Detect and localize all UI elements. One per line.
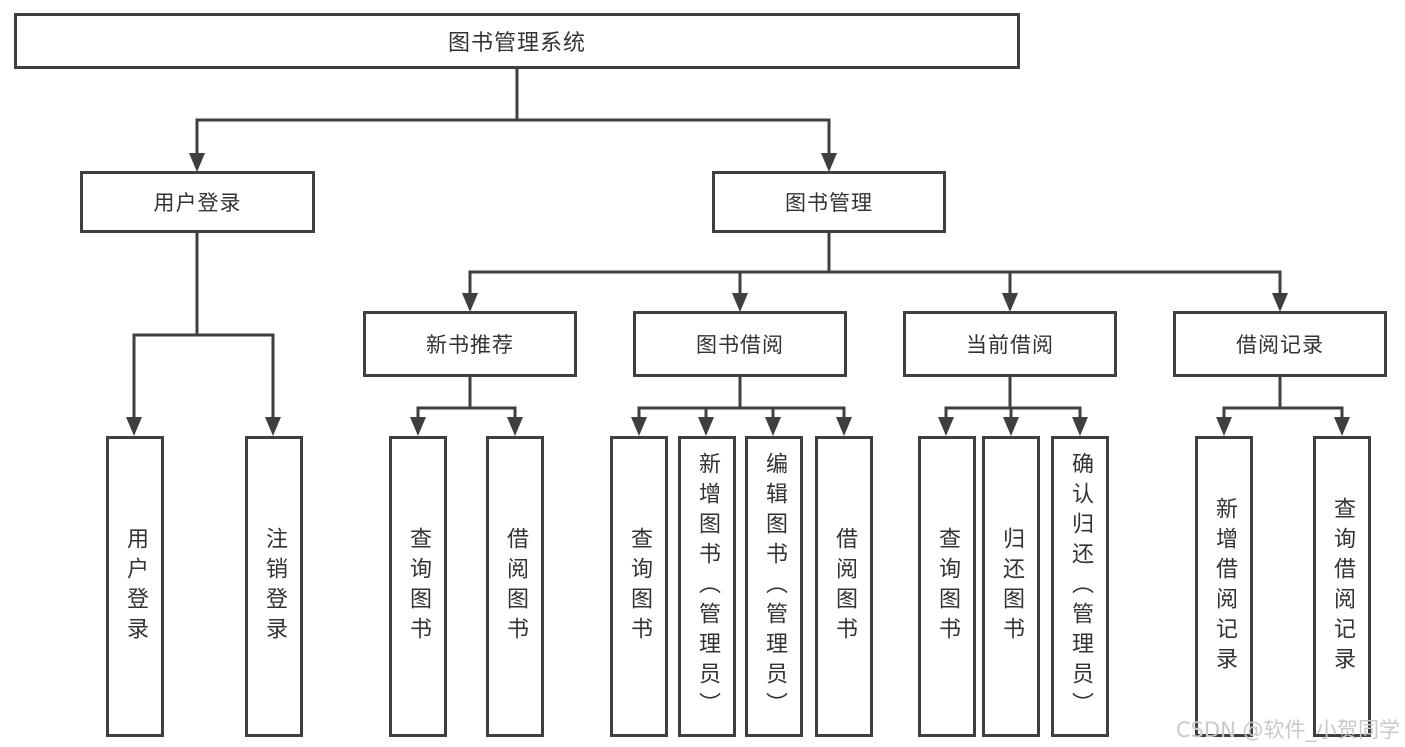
leaf-bb-query-books: 查询图书: [610, 436, 668, 737]
node-current-borrowing: 当前借阅: [903, 311, 1117, 377]
node-label: 图书管理系统: [447, 31, 586, 56]
node-label: 查询图书: [406, 526, 431, 647]
node-label: 借阅图书: [503, 526, 528, 647]
node-label: 查询图书: [627, 526, 652, 647]
node-book-management: 图书管理: [712, 171, 946, 233]
leaf-cb-query-books: 查询图书: [918, 436, 976, 737]
leaf-logout: 注销登录: [245, 436, 303, 737]
connector-lines: [132, 68, 1344, 421]
leaf-nb-query-books: 查询图书: [389, 436, 447, 737]
node-label: 当前借阅: [966, 333, 1054, 357]
leaf-bb-edit-books-admin: 编辑图书（管理员）: [745, 436, 803, 737]
leaf-bb-add-books-admin: 新增图书（管理员）: [678, 436, 736, 737]
node-label: 归还图书: [999, 526, 1024, 647]
leaf-cb-confirm-return-admin: 确认归还（管理员）: [1051, 436, 1109, 737]
node-label: 借阅记录: [1236, 333, 1324, 357]
leaf-bb-borrow-books: 借阅图书: [815, 436, 873, 737]
node-label: 确认归还（管理员）: [1068, 451, 1093, 722]
node-root-system: 图书管理系统: [14, 13, 1020, 69]
node-borrowing-records: 借阅记录: [1173, 311, 1387, 377]
leaf-nb-borrow-books: 借阅图书: [486, 436, 544, 737]
node-label: 注销登录: [262, 526, 287, 647]
node-label: 查询借阅记录: [1330, 496, 1355, 677]
csdn-watermark: CSDN @软件_小贺同学: [1175, 718, 1400, 742]
leaf-br-add-record: 新增借阅记录: [1195, 436, 1253, 737]
node-label: 新书推荐: [426, 333, 514, 357]
node-book-borrowing: 图书借阅: [633, 311, 847, 377]
leaf-cb-return-books: 归还图书: [982, 436, 1040, 737]
node-label: 图书借阅: [696, 333, 784, 357]
node-label: 编辑图书（管理员）: [762, 451, 787, 722]
leaf-br-query-record: 查询借阅记录: [1313, 436, 1371, 737]
node-label: 查询图书: [935, 526, 960, 647]
node-label: 用户登录: [123, 526, 148, 647]
leaf-user-login: 用户登录: [106, 436, 164, 737]
node-label: 用户登录: [153, 191, 242, 215]
node-label: 图书管理: [785, 191, 873, 215]
arrowhead-icons: [126, 153, 1350, 436]
node-user-login: 用户登录: [80, 171, 315, 233]
node-new-book-recommend: 新书推荐: [363, 311, 577, 377]
node-label: 新增图书（管理员）: [695, 451, 720, 722]
node-label: 新增借阅记录: [1212, 496, 1237, 677]
node-label: 借阅图书: [832, 526, 857, 647]
